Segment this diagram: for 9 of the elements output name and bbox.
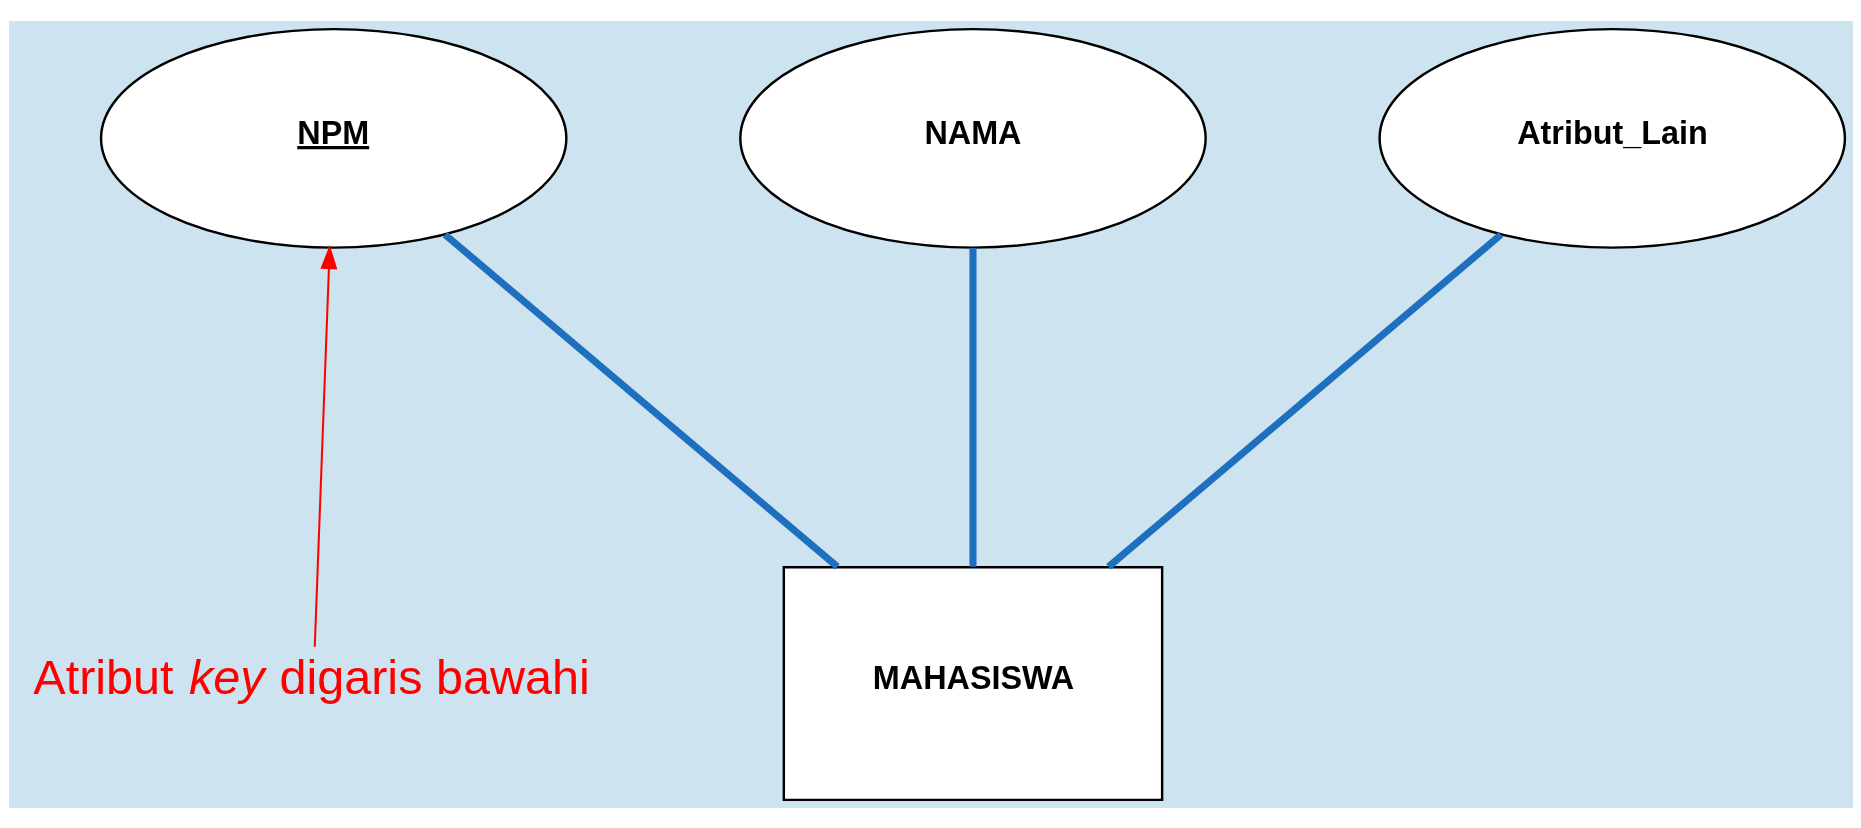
node-ellipse: Atribut_Lain (1377, 27, 1846, 249)
connector (968, 247, 976, 567)
connector (442, 231, 840, 569)
node-ellipse: NAMA (738, 27, 1207, 249)
node-box: MAHASISWA (782, 565, 1163, 801)
connector (1105, 231, 1503, 569)
arrow (313, 244, 337, 647)
node-text: Atribut key digaris bawahi (32, 649, 590, 704)
node-ellipse: NPM (99, 27, 568, 249)
